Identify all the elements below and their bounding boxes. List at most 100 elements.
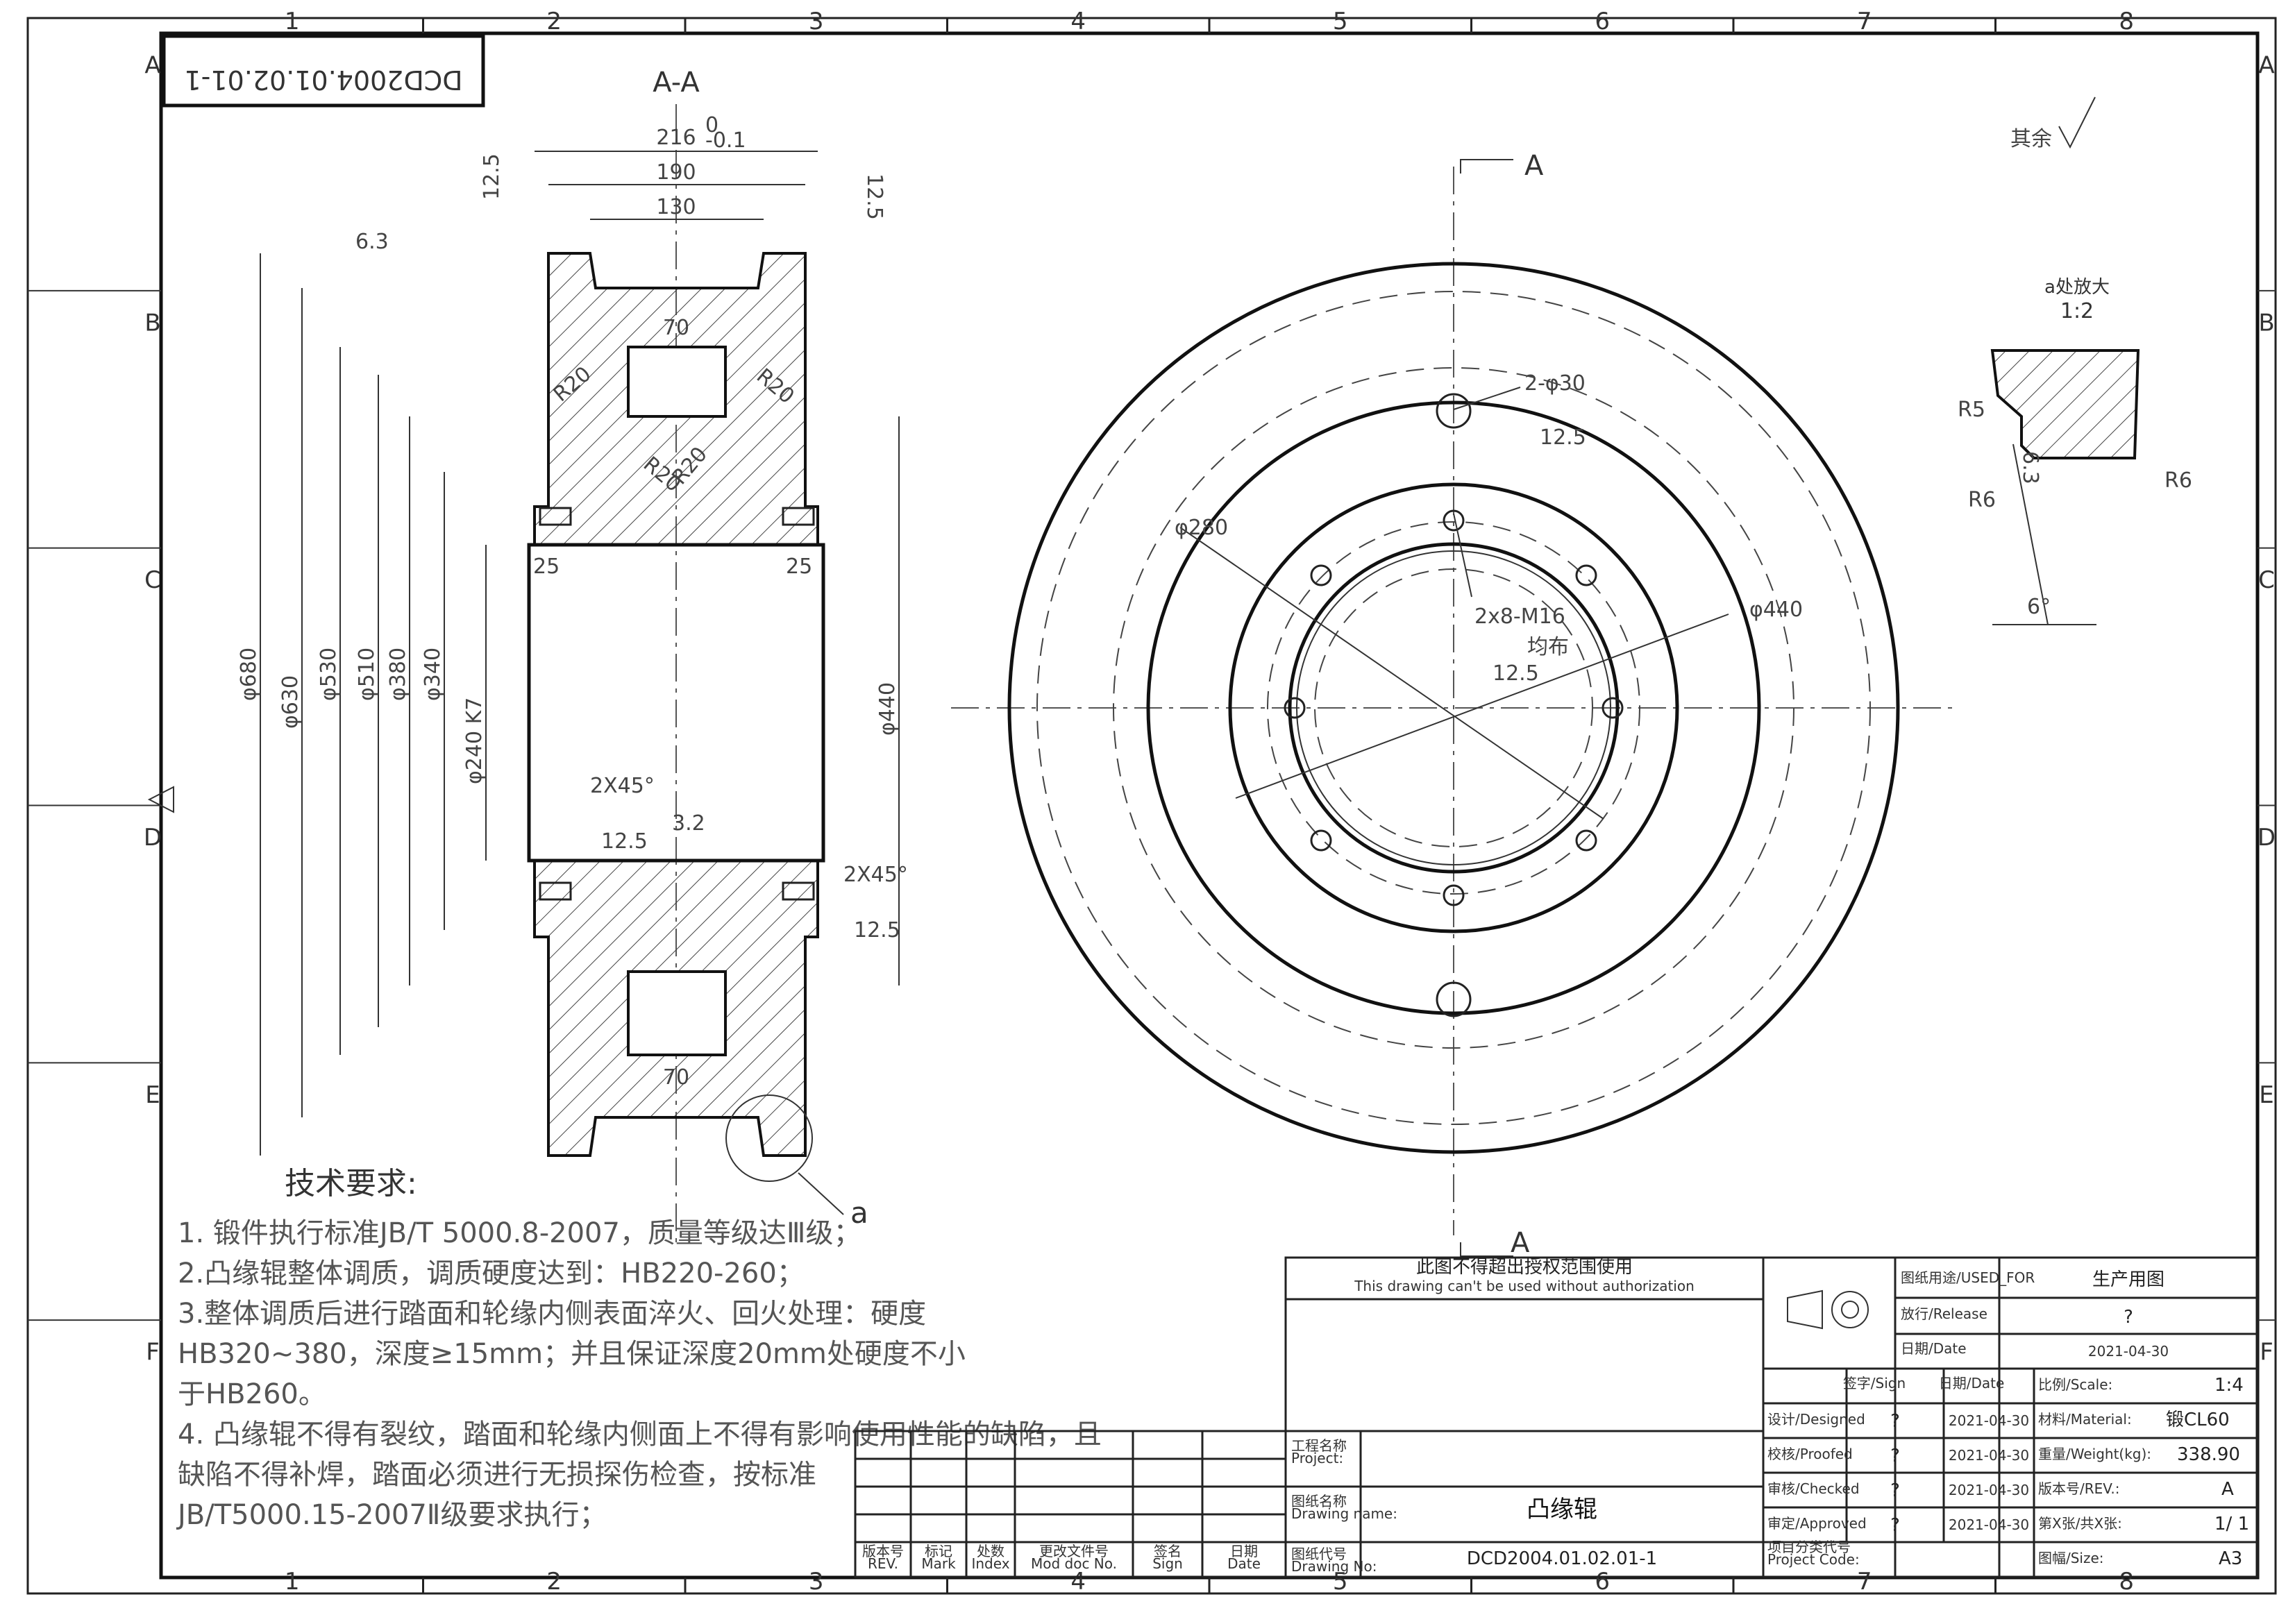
detail-angle: 6°: [2027, 595, 2051, 619]
tb-date-value: 2021-04-30: [2088, 1343, 2169, 1360]
rev-col-header-4-1: Sign: [1152, 1555, 1183, 1572]
dim-216: 216: [656, 126, 696, 150]
tb-approved-sign: ?: [1890, 1515, 1900, 1536]
tb-rev-label: 版本号/REV.:: [2038, 1480, 2119, 1497]
cut-mark-top: A: [1524, 150, 1544, 182]
projection-symbol: [1787, 1289, 1869, 1330]
detail-title: a处放大: [2044, 277, 2110, 298]
grid-row-right-C: C: [2258, 566, 2275, 594]
rev-col-header-2-0: 处数: [977, 1543, 1004, 1559]
title-block: [854, 1256, 2259, 1578]
dim-25-left: 25: [533, 555, 560, 579]
dim-d510: φ510: [355, 648, 379, 701]
tb-warning-en: This drawing can't be used without autho…: [1354, 1278, 1695, 1294]
rev-col-header-0-0: 版本号: [862, 1543, 904, 1559]
grid-row-right-E: E: [2259, 1081, 2273, 1109]
grid-col-top-1: 1: [285, 8, 300, 35]
tb-scale-value: 1:4: [2214, 1375, 2244, 1396]
tb-release-label: 放行/Release: [1901, 1305, 1987, 1322]
dim-d380: φ380: [386, 648, 410, 701]
dim-190: 190: [656, 160, 696, 185]
dim-d440-side: φ440: [875, 682, 900, 736]
tb-release-value: ?: [2124, 1307, 2133, 1328]
grid-col-bottom-7: 7: [1857, 1568, 1872, 1596]
grid-row-left-A: A: [144, 51, 160, 79]
rev-col-header-5-1: Date: [1227, 1555, 1261, 1572]
rev-col-header-3-0: 更改文件号: [1039, 1543, 1109, 1559]
grid-row-right-D: D: [2258, 824, 2276, 852]
dim-70-bottom: 70: [663, 1065, 689, 1090]
front-view: [951, 159, 1958, 1257]
grid-col-bottom-5: 5: [1333, 1568, 1348, 1596]
section-upper-pocket: [627, 346, 727, 418]
grid-row-right-F: F: [2260, 1339, 2273, 1367]
dim-d680: φ680: [237, 648, 261, 701]
tb-checked-date: 2021-04-30: [1949, 1482, 2029, 1498]
tb-weight-label: 重量/Weight(kg):: [2038, 1446, 2151, 1462]
tb-used-for-label: 图纸用途/USED_FOR: [1901, 1269, 2035, 1286]
ra-12-5-chamfer-right: 12.5: [854, 918, 900, 942]
section-lower-pocket: [627, 970, 727, 1056]
grid-col-top-3: 3: [809, 8, 824, 35]
tb-date-header: 日期/Date: [1939, 1375, 2005, 1392]
tb-drawing-name-label-1: Drawing name:: [1291, 1505, 1397, 1522]
tb-date-label: 日期/Date: [1901, 1340, 1967, 1357]
tb-size-value: A3: [2219, 1548, 2242, 1569]
holes-2xd30: 2-φ30: [1524, 371, 1586, 396]
diameter-dim-lines: [260, 253, 900, 1156]
dim-130: 130: [656, 195, 696, 219]
dim-d440: φ440: [1749, 598, 1803, 622]
thread-hole-ur: [782, 507, 815, 526]
note-line: JB/T5000.15-2007Ⅱ级要求执行；: [176, 1499, 607, 1531]
tb-sheet-value: 1/ 1: [2214, 1514, 2249, 1534]
note-line: 3.整体调质后进行踏面和轮缘内侧表面淬火、回火处理：硬度: [178, 1298, 926, 1330]
tb-drawing-no-value: DCD2004.01.02.01-1: [1467, 1548, 1657, 1569]
tb-material-label: 材料/Material:: [2038, 1411, 2132, 1428]
threads-evenly: 均布: [1527, 635, 1569, 659]
rev-col-header-1-0: 标记: [925, 1543, 952, 1559]
grid-col-bottom-4: 4: [1070, 1568, 1086, 1596]
tb-used-for-value: 生产用图: [2092, 1269, 2164, 1290]
tb-weight-value: 338.90: [2177, 1444, 2240, 1465]
thread-hole-lr: [782, 881, 815, 901]
detail-a-circle: [725, 1094, 813, 1182]
note-line: 2.凸缘辊整体调质，调质硬度达到：HB220-260；: [178, 1258, 805, 1289]
tb-checked-label: 审核/Checked: [1767, 1480, 1860, 1497]
grid-row-right-A: A: [2258, 51, 2274, 79]
roughness-default: 其余: [2010, 127, 2052, 151]
holes-rough: 12.5: [1540, 425, 1586, 450]
tb-drawing-name-label-0: 图纸名称: [1291, 1493, 1347, 1509]
dim-d630: φ630: [278, 675, 303, 729]
tb-proofed-label: 校核/Proofed: [1767, 1446, 1853, 1462]
section-bore: [527, 543, 825, 863]
tb-material-value: 锻CL60: [2166, 1410, 2230, 1430]
tb-project-code-label-1: Project Code:: [1767, 1551, 1860, 1568]
tb-drawing-name-value: 凸缘辊: [1527, 1496, 1597, 1523]
center-arrow-marker: [147, 786, 174, 813]
grid-col-top-7: 7: [1857, 8, 1872, 35]
dim-d530: φ530: [317, 648, 341, 701]
grid-col-top-8: 8: [2119, 8, 2134, 35]
detail-r5: R5: [1958, 398, 1985, 422]
grid-col-bottom-8: 8: [2119, 1568, 2134, 1596]
ra-6-3: 6.3: [355, 230, 389, 254]
grid-col-top-5: 5: [1333, 8, 1348, 35]
tb-designed-label: 设计/Designed: [1767, 1411, 1865, 1428]
section-label: A-A: [653, 67, 700, 99]
tb-proofed-date: 2021-04-30: [1949, 1447, 2029, 1464]
tb-approved-label: 审定/Approved: [1767, 1515, 1867, 1532]
detail-r6-a: R6: [1968, 488, 1996, 512]
tb-sheet-label: 第X张/共X张:: [2038, 1515, 2122, 1532]
tb-project-label-0: 工程名称: [1291, 1437, 1347, 1454]
dim-d240: φ240 K7: [462, 697, 487, 784]
tb-drawing-no-label-1: Drawing No:: [1291, 1558, 1377, 1575]
tb-designed-sign: ?: [1890, 1411, 1900, 1432]
detail-rough: 6.3: [2018, 451, 2042, 484]
rev-col-header-0-1: REV.: [868, 1555, 898, 1572]
thread-hole-ll: [539, 881, 572, 901]
note-line: 于HB260。: [178, 1378, 326, 1410]
note-line: HB320~380，深度≥15mm；并且保证深度20mm处硬度不小: [178, 1338, 966, 1370]
